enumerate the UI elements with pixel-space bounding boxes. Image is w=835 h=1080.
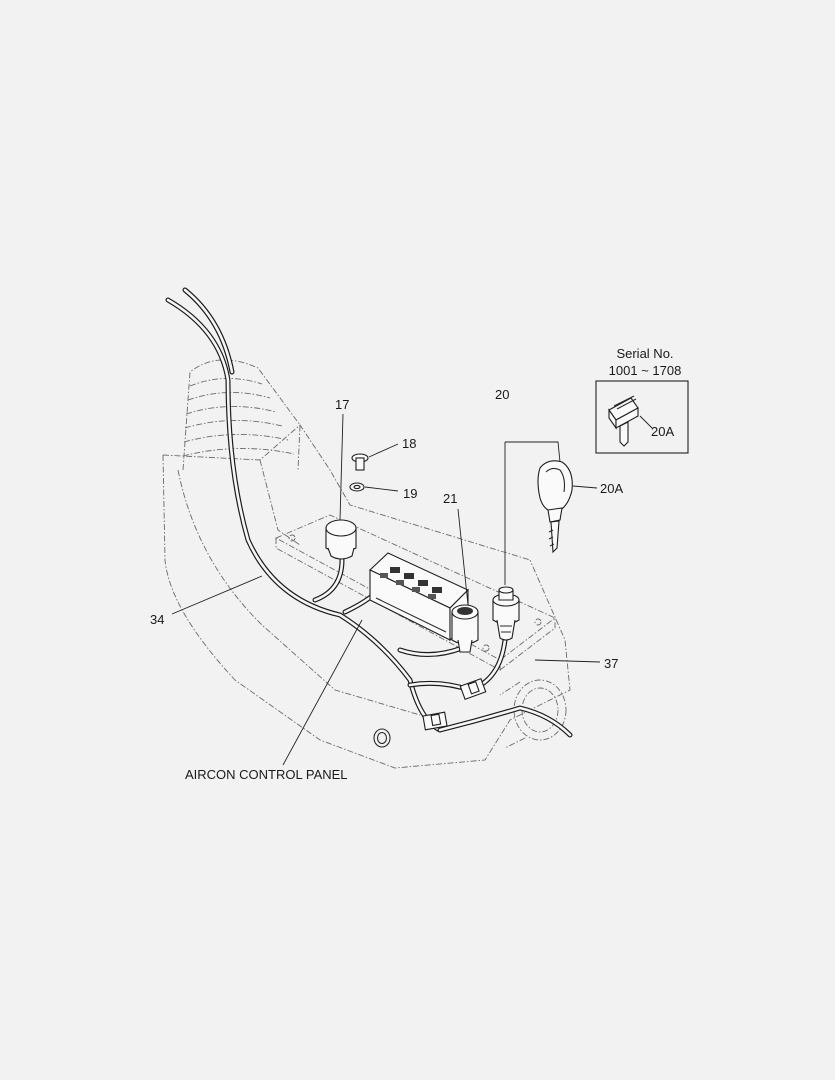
inset-serial-title: Serial No. 1001 ~ 1708 [585,345,705,379]
part-34-label: 34 [150,612,165,627]
serial-inset-box [595,380,689,454]
part-19-label: 19 [403,486,418,501]
part-37-label: 37 [604,656,619,671]
inset-part-20a-label: 20A [651,424,675,439]
inset-serial-range: 1001 ~ 1708 [608,363,682,378]
wiring-harness [165,287,573,738]
part-20-label: 20 [495,387,510,402]
aircon-control-panel-label: AIRCON CONTROL PANEL [185,767,348,782]
harness-connector [459,677,487,701]
switch-17 [325,519,357,560]
console-housing [162,359,571,769]
harness-connector-lower [422,711,448,731]
part-18-label: 18 [402,436,417,451]
bolt-icon [351,453,369,471]
part-17-label: 17 [335,397,350,412]
part-21-label: 21 [443,491,458,506]
part-20a-label: 20A [600,481,624,496]
key-icon [537,460,573,554]
socket-icon [451,604,479,653]
leader-lines [171,413,653,766]
ignition-switch-icon [492,586,520,641]
inset-serial-label: Serial No. [616,346,674,361]
washer-icon [349,482,365,492]
